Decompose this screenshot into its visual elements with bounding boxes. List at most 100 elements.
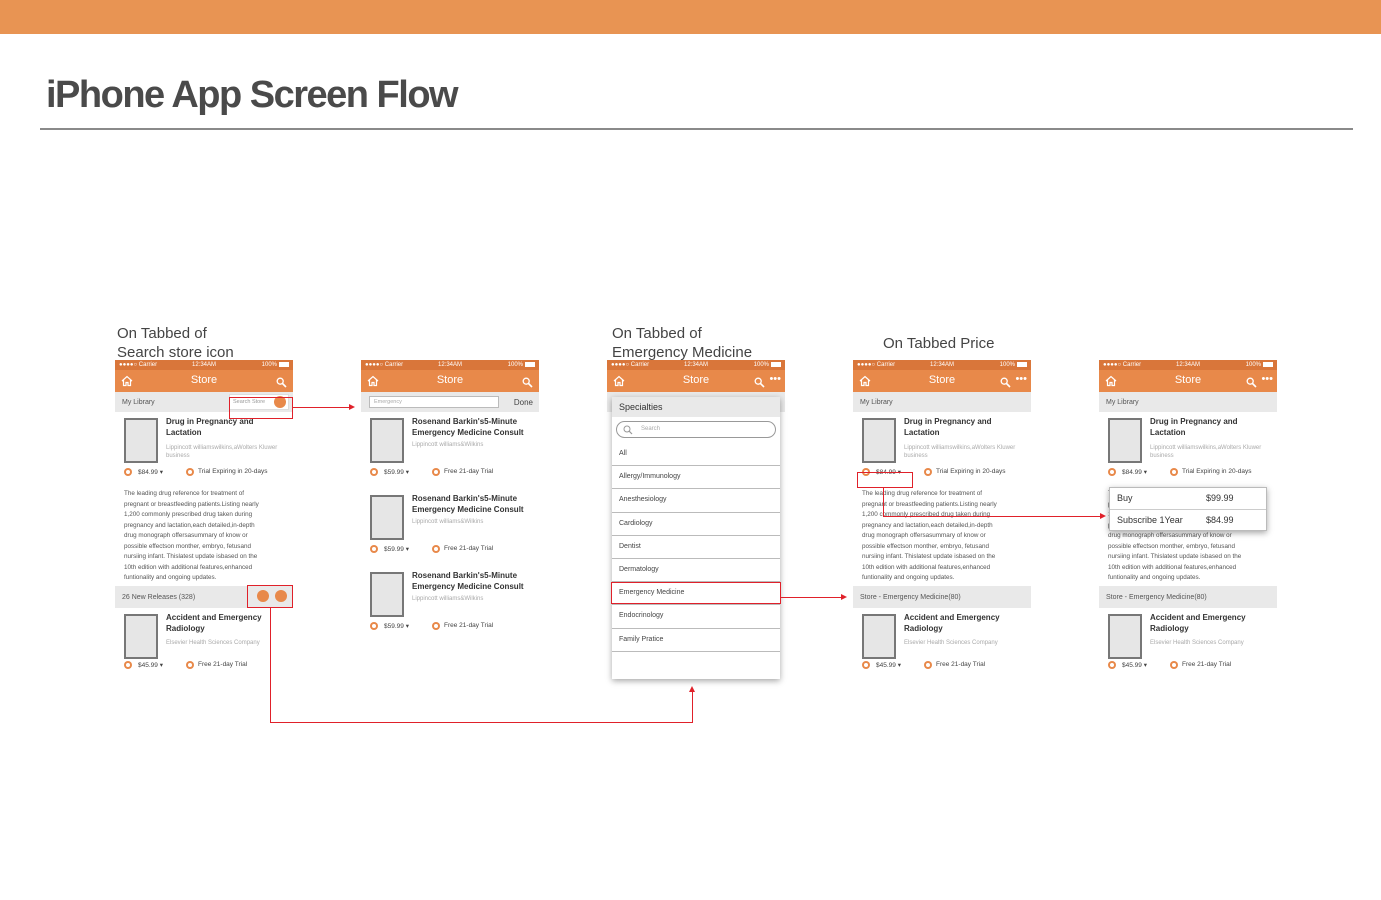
more-icon[interactable]: •••: [1261, 373, 1273, 385]
connector-price-across: [883, 516, 1100, 517]
search-result-item[interactable]: Rosenand Barkin's5-Minute Emergency Medi…: [361, 489, 539, 566]
category-icon[interactable]: [275, 590, 287, 602]
clock-icon: [1170, 661, 1178, 669]
clock-icon: [432, 468, 440, 476]
trial-status: Free 21-day Trial: [444, 545, 494, 552]
search-icon[interactable]: [276, 375, 287, 393]
nav-bar: Store •••: [607, 370, 785, 392]
price-dropdown[interactable]: $45.99 ▾: [876, 662, 901, 669]
price-dropdown[interactable]: $45.99 ▾: [1122, 662, 1147, 669]
description-line: drug monograph offersasummary of know or: [862, 532, 986, 539]
price-dropdown[interactable]: $45.99 ▾: [138, 662, 163, 669]
phone-screen-search: ●●●●○ Carrier 12:34AM 100% Store Emergen…: [361, 360, 539, 682]
buy-price: $99.99: [1206, 493, 1234, 503]
description-line: pregnancy and lactation,each detailed,in…: [124, 521, 255, 529]
price-row: $59.99 ▾ Free 21-day Trial: [370, 544, 535, 554]
specialty-item[interactable]: Emergency Medicine: [612, 582, 780, 606]
book-description: The leading drug reference for treatment…: [115, 489, 293, 586]
description-line: 10th edition with additional features,en…: [1108, 563, 1237, 571]
battery-label: 100%: [261, 362, 277, 368]
search-input-value: Emergency: [374, 399, 402, 405]
phone-screen-library: ●●●●○ Carrier 12:34AM 100% Store My Libr…: [115, 360, 293, 682]
nav-title: Store: [928, 374, 956, 386]
trial-status: Trial Expiring in 20-days: [936, 468, 1006, 475]
nav-title: Store: [682, 374, 710, 386]
cart-icon: [124, 468, 132, 476]
more-icon[interactable]: •••: [769, 373, 781, 385]
more-icon[interactable]: •••: [1015, 373, 1027, 385]
specialty-item[interactable]: Anesthesiology: [612, 489, 780, 513]
home-icon[interactable]: [121, 374, 133, 392]
status-time: 12:34AM: [1175, 362, 1200, 368]
title-divider: [40, 128, 1353, 130]
search-icon[interactable]: [754, 375, 765, 393]
price-row: $59.99 ▾Free 21-day Trial: [370, 467, 535, 477]
description-line: drug monograph offersasummary of know or: [1108, 532, 1232, 539]
price-dropdown[interactable]: $59.99 ▾: [384, 469, 409, 476]
book-accident-radiology[interactable]: Accident and Emergency Radiology Elsevie…: [1099, 608, 1277, 669]
book-title: Drug in Pregnancy and Lactation: [904, 417, 992, 437]
nav-bar: Store: [361, 370, 539, 392]
specialty-item[interactable]: Endocrinology: [612, 605, 780, 629]
price-dropdown[interactable]: $59.99 ▾: [384, 623, 409, 630]
book-title: Drug in Pregnancy and Lactation: [166, 417, 254, 437]
specialties-search[interactable]: Search: [616, 421, 776, 438]
search-icon[interactable]: [1246, 375, 1257, 393]
battery-indicator: 100%: [1000, 360, 1027, 370]
book-cover: [370, 495, 404, 540]
price-dropdown[interactable]: $59.99 ▾: [384, 546, 409, 553]
search-result-item[interactable]: Rosenand Barkin's5-Minute Emergency Medi…: [361, 412, 539, 489]
price-dropdown[interactable]: $84.99 ▾: [138, 469, 163, 476]
clock-icon: [186, 661, 194, 669]
specialty-item[interactable]: Family Pratice: [612, 629, 780, 652]
home-icon[interactable]: [613, 374, 625, 392]
price-dropdown[interactable]: $84.99 ▾: [1122, 469, 1147, 476]
search-store-field[interactable]: Search Store: [229, 394, 289, 410]
book-cover: [370, 418, 404, 463]
highlight-price: [857, 472, 913, 488]
subscribe-option[interactable]: Subscribe 1Year $84.99: [1110, 509, 1266, 530]
home-icon[interactable]: [859, 374, 871, 392]
book-cover: [124, 614, 158, 659]
home-icon[interactable]: [367, 374, 379, 392]
status-bar: ●●●●○ Carrier 12:34AM 100%: [607, 360, 785, 370]
specialty-item[interactable]: All: [612, 443, 780, 467]
search-icon[interactable]: [522, 375, 533, 393]
status-bar: ●●●●○ Carrier 12:34AM 100%: [115, 360, 293, 370]
book-cover: [862, 418, 896, 463]
book-accident-radiology[interactable]: Accident and Emergency Radiology Elsevie…: [853, 608, 1031, 669]
battery-icon: [525, 361, 535, 367]
specialties-header: Specialties: [612, 397, 780, 417]
search-store-icon[interactable]: [274, 396, 286, 408]
price-value: $59.99: [384, 623, 404, 630]
specialty-item[interactable]: Dermatology: [612, 559, 780, 583]
search-input[interactable]: Emergency: [369, 396, 499, 408]
book-drug-pregnancy[interactable]: Drug in Pregnancy and Lactation Lippinco…: [115, 412, 293, 489]
book-title: Rosenand Barkin's5-Minute Emergency Medi…: [412, 417, 524, 437]
specialty-item[interactable]: Dentist: [612, 536, 780, 559]
specialty-item[interactable]: Cardiology: [612, 513, 780, 536]
cart-icon: [124, 661, 132, 669]
nav-title: Store: [190, 374, 218, 386]
book-title: Accident and Emergency Radiology: [1150, 613, 1246, 633]
done-button[interactable]: Done: [513, 398, 533, 407]
book-cover: [1108, 614, 1142, 659]
specialty-item[interactable]: Allergy/Immunology: [612, 466, 780, 490]
carrier-label: ●●●●○ Carrier: [857, 362, 896, 368]
filter-icons: [251, 590, 287, 604]
search-icon[interactable]: [1000, 375, 1011, 393]
refresh-icon[interactable]: [257, 590, 269, 602]
price-value: $45.99: [1122, 662, 1142, 669]
home-icon[interactable]: [1105, 374, 1117, 392]
book-description: The leading drug reference for treatment…: [853, 489, 1031, 586]
search-result-item[interactable]: Rosenand Barkin's5-Minute Emergency Medi…: [361, 566, 539, 643]
book-accident-radiology[interactable]: Accident and Emergency Radiology Elsevie…: [115, 608, 293, 669]
highlight-filter-icons: [247, 585, 293, 608]
nav-bar: Store •••: [853, 370, 1031, 392]
my-library-label: My Library: [860, 399, 893, 406]
battery-label: 100%: [507, 362, 523, 368]
buy-option[interactable]: Buy $99.99: [1110, 488, 1266, 509]
book-drug-pregnancy[interactable]: Drug in Pregnancy and Lactation Lippinco…: [1099, 412, 1277, 489]
trial-status: Free 21-day Trial: [936, 661, 986, 668]
